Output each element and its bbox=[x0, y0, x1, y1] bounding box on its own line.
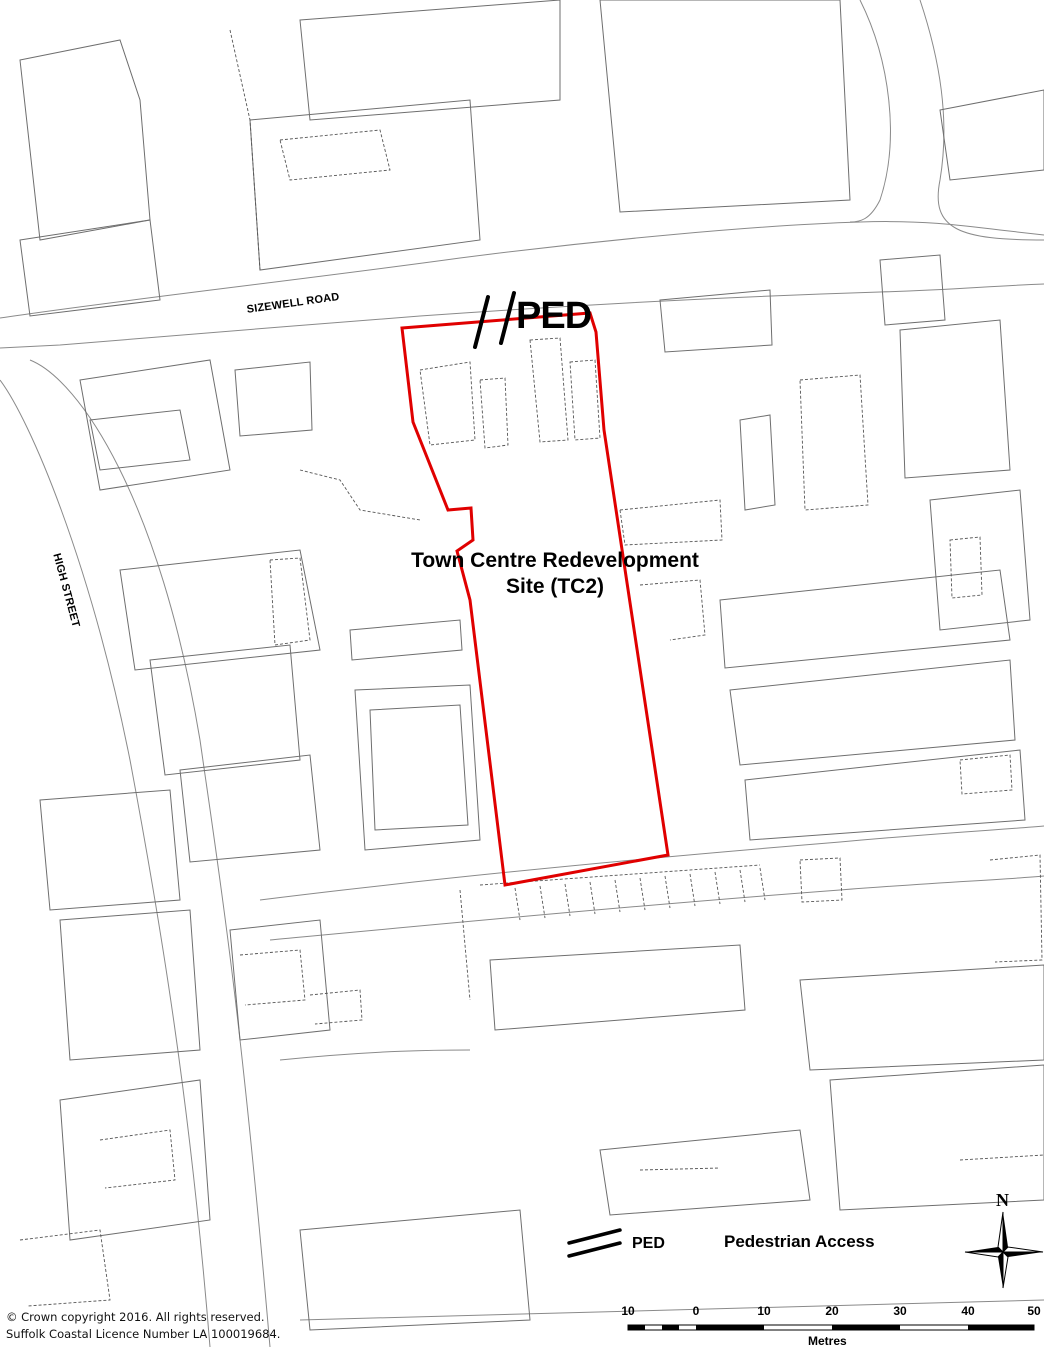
site-boundary bbox=[400, 311, 670, 887]
scale-tick-label: 10 bbox=[621, 1304, 635, 1318]
legend-ped-symbol bbox=[567, 1228, 622, 1258]
property-boundaries bbox=[19, 29, 1044, 1307]
site-title: Town Centre Redevelopment Site (TC2) bbox=[360, 548, 750, 600]
tc2-boundary-polygon bbox=[400, 311, 670, 887]
north-label: N bbox=[996, 1190, 1009, 1210]
north-arrow-icon bbox=[964, 1211, 1044, 1289]
legend-item-symbol-label: PED bbox=[632, 1235, 665, 1252]
copyright-line1: © Crown copyright 2016. All rights reser… bbox=[6, 1310, 265, 1324]
site-title-line2: Site (TC2) bbox=[505, 575, 604, 598]
scale-bar bbox=[627, 1324, 1035, 1331]
scale-tick-label: 10 bbox=[757, 1304, 771, 1318]
scale-tick-label: 20 bbox=[825, 1304, 839, 1318]
scale-unit-label: Metres bbox=[808, 1334, 847, 1348]
scale-tick-label: 40 bbox=[961, 1304, 975, 1318]
building-outlines bbox=[19, 0, 1044, 1331]
site-title-line1: Town Centre Redevelopment bbox=[411, 549, 699, 572]
scale-tick-label: 30 bbox=[893, 1304, 907, 1318]
legend-item-description: Pedestrian Access bbox=[724, 1232, 875, 1251]
copyright-notice: © Crown copyright 2016. All rights reser… bbox=[6, 1309, 280, 1343]
copyright-line2: Suffolk Coastal Licence Number LA 100019… bbox=[6, 1327, 281, 1341]
scale-tick-label: 50 bbox=[1027, 1304, 1041, 1318]
pedestrian-access-marker bbox=[473, 291, 516, 349]
ped-marker-label: PED bbox=[516, 295, 592, 337]
scale-tick-label: 0 bbox=[692, 1304, 700, 1318]
